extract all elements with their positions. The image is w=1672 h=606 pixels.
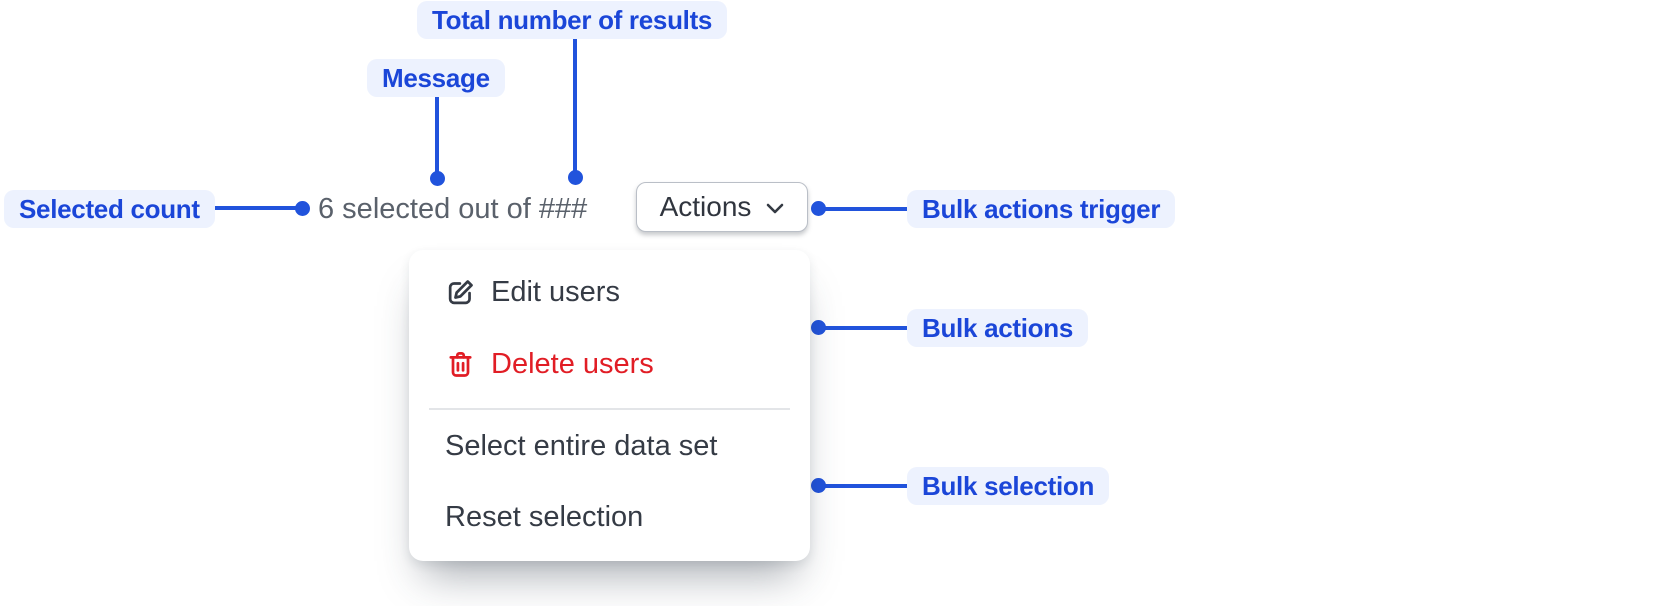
menu-item-reset-selection[interactable]: Reset selection — [409, 495, 810, 539]
connector-dot-bulk-actions — [811, 320, 826, 335]
connector-line-bulk-actions-trigger — [820, 207, 907, 211]
menu-item-label: Edit users — [491, 275, 620, 308]
annotation-bulk-selection: Bulk selection — [907, 467, 1110, 505]
menu-item-delete-users[interactable]: Delete users — [409, 342, 810, 386]
annotation-bulk-actions: Bulk actions — [907, 309, 1088, 347]
connector-line-bulk-selection — [820, 484, 907, 488]
bulk-actions-trigger-button[interactable]: Actions — [636, 182, 808, 232]
annotation-total-results: Total number of results — [417, 1, 728, 39]
menu-item-select-entire-data-set[interactable]: Select entire data set — [409, 424, 810, 468]
selected-count-message: 6 selected out of ### — [318, 193, 588, 225]
connector-dot-selected-count — [295, 201, 310, 216]
edit-pencil-icon — [445, 277, 476, 308]
menu-item-edit-users[interactable]: Edit users — [409, 270, 810, 314]
connector-line-selected-count — [208, 206, 302, 210]
menu-item-label: Reset selection — [445, 500, 644, 533]
bulk-actions-menu: Edit users Delete users Select entire da… — [409, 250, 810, 561]
annotation-selected-count: Selected count — [4, 190, 215, 228]
annotation-message: Message — [367, 59, 505, 97]
connector-dot-total-results — [568, 170, 583, 185]
connector-dot-bulk-selection — [811, 478, 826, 493]
chevron-down-icon — [766, 200, 784, 214]
connector-line-bulk-actions — [820, 326, 907, 330]
trash-icon — [445, 349, 476, 380]
menu-divider — [429, 408, 790, 410]
connector-dot-bulk-actions-trigger — [811, 201, 826, 216]
menu-item-label: Select entire data set — [445, 429, 718, 462]
actions-button-label: Actions — [659, 191, 752, 222]
menu-item-label: Delete users — [491, 347, 654, 380]
connector-line-message — [435, 80, 439, 178]
connector-dot-message — [430, 171, 445, 186]
annotation-bulk-actions-trigger: Bulk actions trigger — [907, 190, 1176, 228]
connector-line-total-results — [573, 22, 577, 177]
